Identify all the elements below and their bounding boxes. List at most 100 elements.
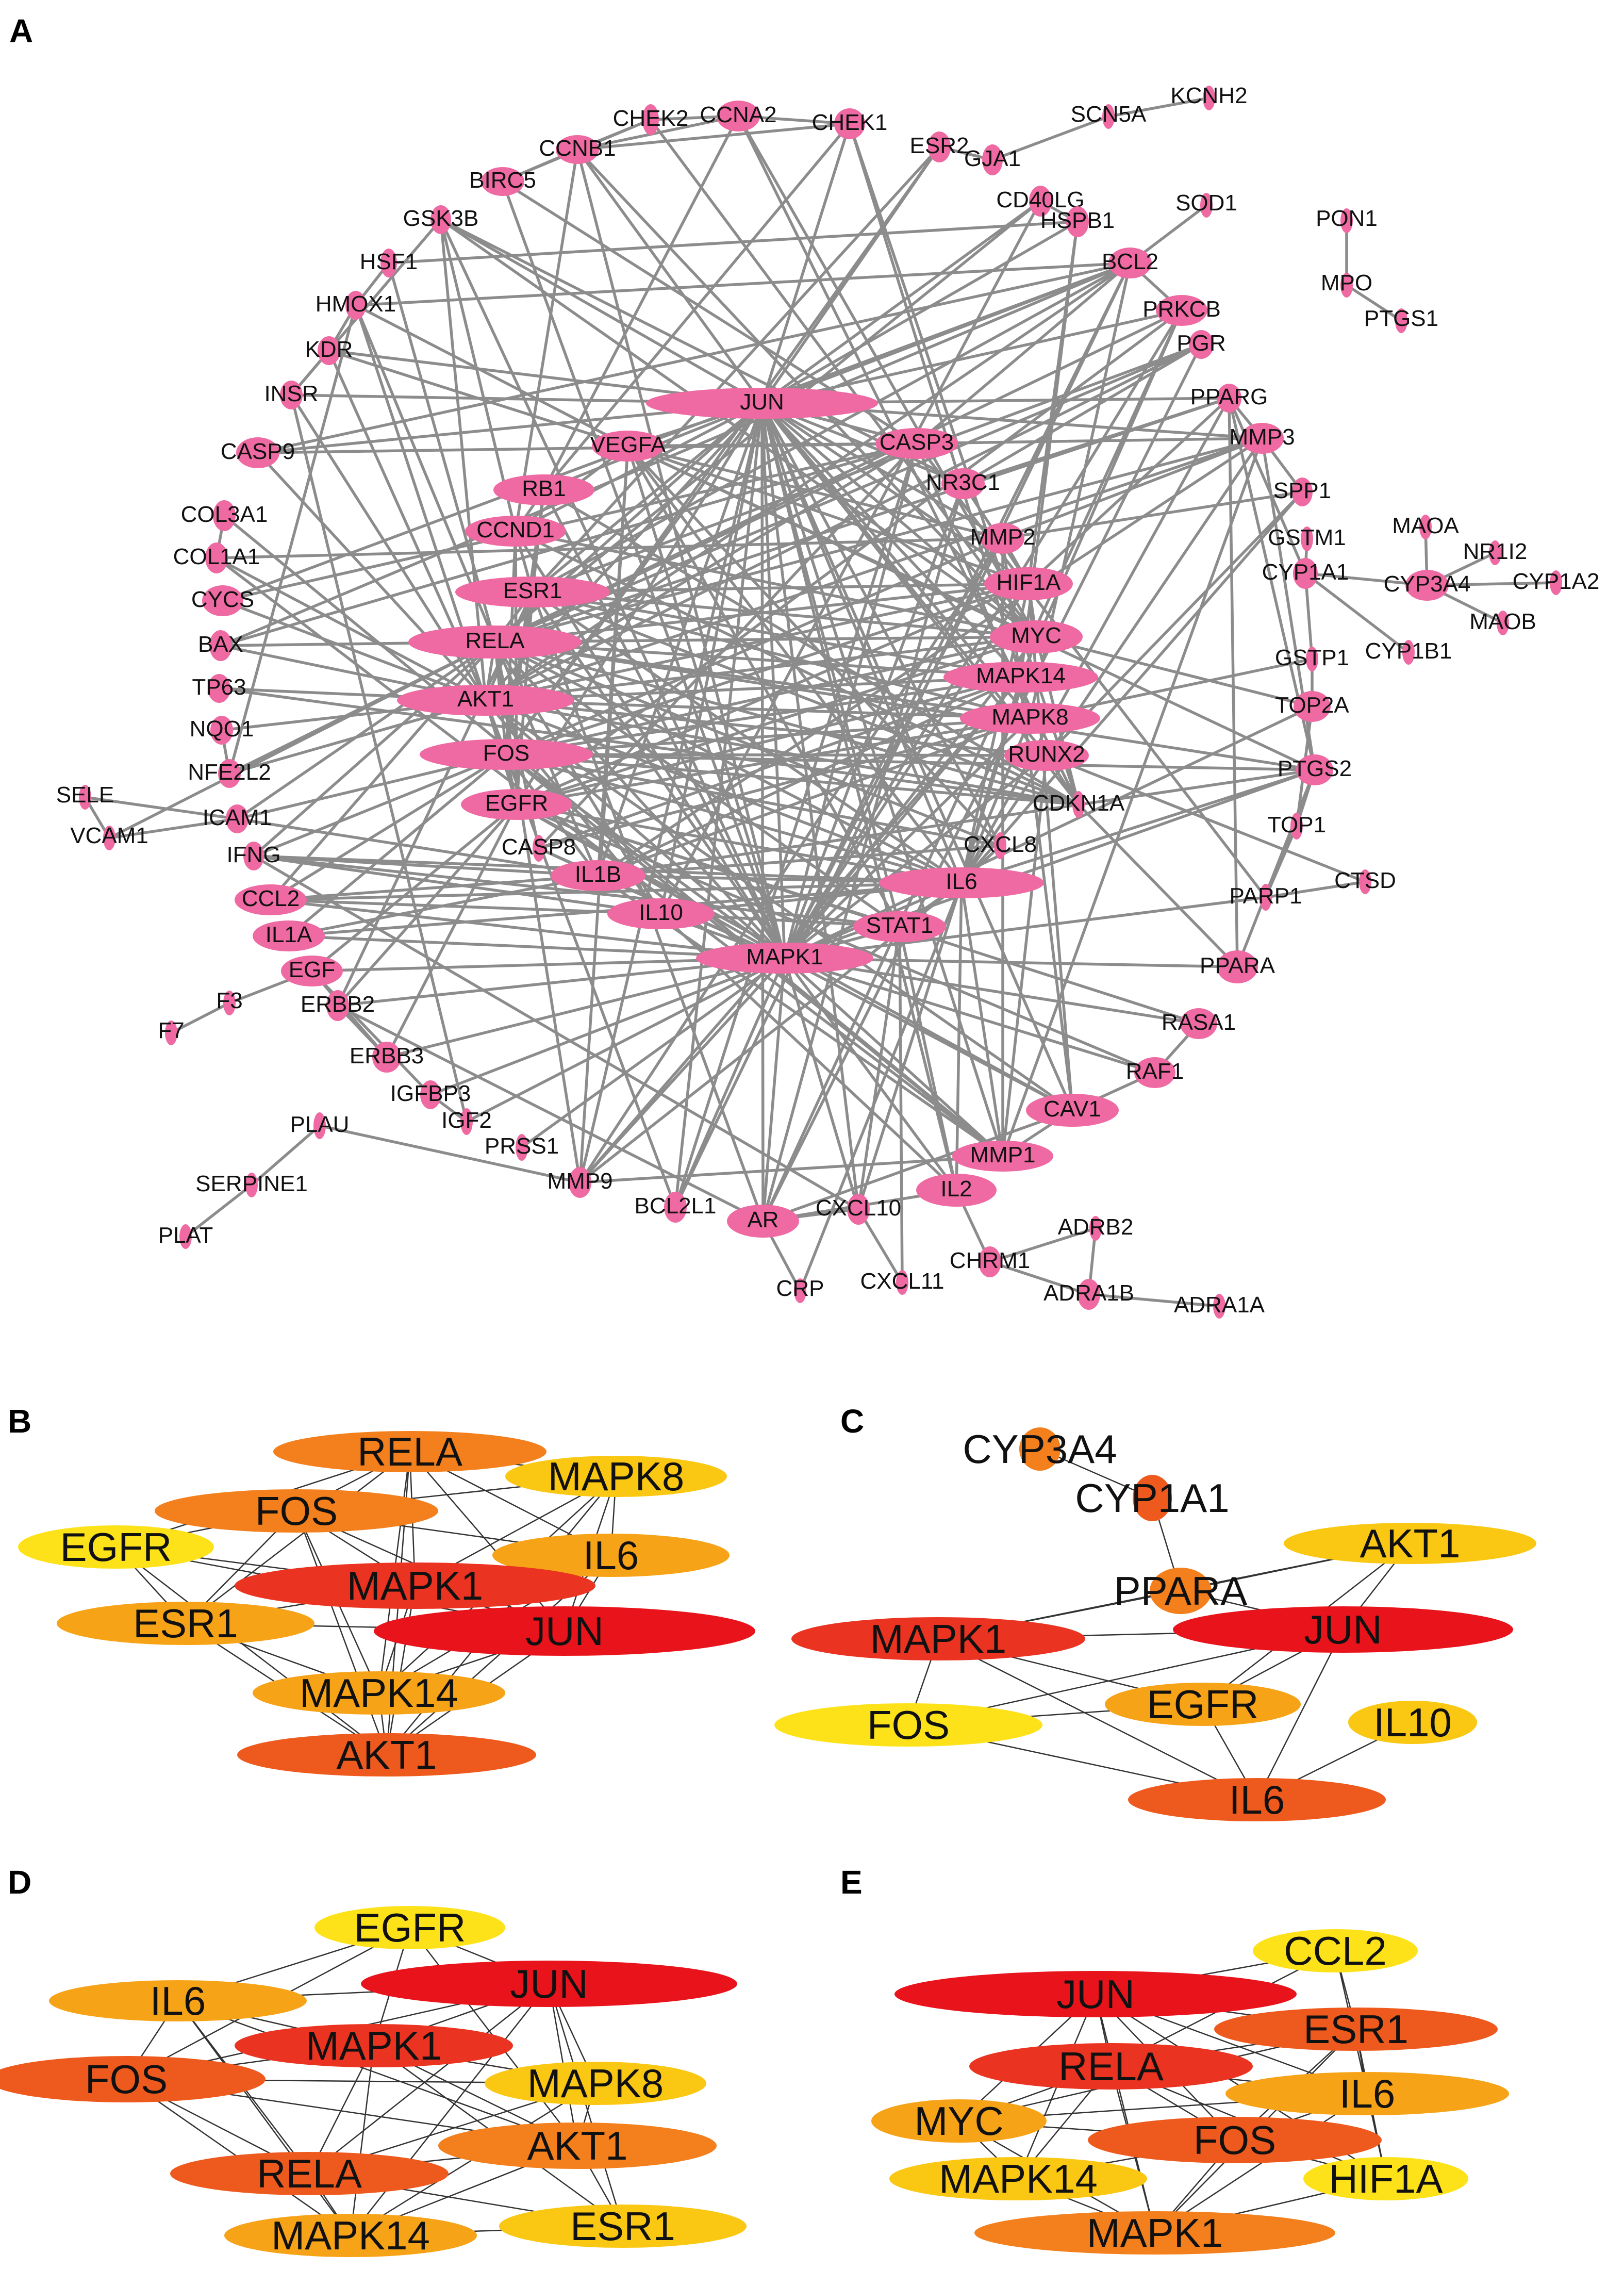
node-shape-cd40lg (1029, 186, 1052, 217)
edge-ppara-cdkn1a (1078, 803, 1238, 968)
node-label-cdkn1a: CDKN1A (1033, 791, 1125, 816)
node-shape-ptgs2 (1296, 754, 1333, 785)
edge-bcl2-bax (220, 261, 1131, 647)
node-label-ifng: IFNG (226, 842, 280, 867)
panel-c-node-il6: IL6 (1128, 1777, 1386, 1822)
panel-e-node-shape-ccl2 (1253, 1929, 1418, 1972)
node-sele: SELE (56, 782, 114, 810)
node-shape-adra1b (1078, 1279, 1100, 1310)
node-shape-top1 (1290, 813, 1303, 840)
node-hspb1: HSPB1 (1040, 206, 1115, 237)
edge-stat1-cxcl10 (857, 926, 901, 1210)
node-shape-parp1 (1260, 884, 1272, 911)
edge-casp3-parp1 (915, 442, 1267, 898)
node-label-gja1: GJA1 (964, 146, 1021, 171)
node-il10: IL10 (607, 898, 715, 929)
node-label-col1a1: COL1A1 (173, 544, 260, 569)
node-shape-casp9 (236, 437, 279, 468)
node-ppara: PPARA (1200, 950, 1275, 983)
panel-c-letter: C (840, 1403, 864, 1440)
edge-il6-mmp3 (960, 437, 1264, 884)
edge-vegfa-cxcl8 (626, 445, 1002, 847)
edge-plau-serpine1 (251, 1124, 321, 1187)
edge-bcl2-casp9 (257, 261, 1131, 454)
panel-e-node-label-rela: RELA (1058, 2044, 1164, 2089)
node-label-sele: SELE (56, 782, 114, 808)
edge-cd40lg-rela (494, 200, 1041, 644)
edge-stat1-ifng (253, 854, 900, 928)
node-shape-egfr (461, 789, 572, 820)
node-shape-kcnh2 (1203, 86, 1215, 110)
node-label-vegfa: VEGFA (590, 432, 666, 457)
node-shape-jun (646, 388, 878, 419)
node-ctsd: CTSD (1334, 868, 1396, 894)
node-myc: MYC (990, 620, 1083, 653)
node-shape-fos (420, 739, 593, 770)
node-bax: BAX (198, 630, 243, 661)
edge-nfe2l2-hmox1 (228, 305, 357, 774)
edge-myc-top2a (1036, 635, 1313, 708)
panel-e-node-label-esr1: ESR1 (1303, 2006, 1408, 2052)
node-shape-ar (727, 1205, 799, 1238)
node-shape-bcl2 (1108, 248, 1152, 278)
panel-d-node-jun: JUN (361, 1961, 737, 2007)
node-rela: RELA (408, 626, 582, 659)
edge-egfr-rasa1 (516, 803, 1199, 1025)
node-casp8: CASP8 (502, 834, 576, 862)
node-birc5: BIRC5 (469, 167, 536, 196)
node-label-chrm1: CHRM1 (950, 1248, 1030, 1273)
node-shape-casp8 (533, 835, 545, 862)
edge-vegfa-stat1 (626, 445, 901, 928)
panel-d-edge-jun-esr1 (548, 1983, 624, 2227)
node-bcl2l1: BCL2L1 (634, 1192, 717, 1223)
node-ccnb1: CCNB1 (539, 135, 616, 164)
node-label-hmox1: HMOX1 (316, 291, 396, 317)
panel-c-node-label-egfr: EGFR (1147, 1682, 1259, 1727)
panel-c-node-fos: FOS (774, 1702, 1042, 1748)
edge-mapk1-bcl2l1 (674, 957, 786, 1208)
node-cxcl11: CXCL11 (860, 1269, 944, 1295)
node-label-myc: MYC (1011, 623, 1062, 648)
node-label-stat1: STAT1 (866, 913, 933, 938)
panel-d-node-fos: FOS (0, 2056, 266, 2102)
edge-il6-il2 (955, 882, 963, 1191)
node-shape-scn5a (1102, 104, 1115, 129)
panel-d-node-shape-mapk8 (485, 2062, 706, 2105)
edge-vegfa-il1b (596, 446, 629, 876)
panel-c-node-label-fos: FOS (867, 1702, 950, 1748)
edge-mmp3-mmp1 (1001, 438, 1264, 1157)
node-mapk1: MAPK1 (696, 943, 873, 974)
node-shape-pparg (1217, 384, 1241, 413)
edge-il6-ptgs2 (961, 768, 1315, 884)
panel-e-edge-il6-mapk1 (1154, 2093, 1368, 2234)
node-label-plat: PLAT (158, 1223, 213, 1248)
node-casp9: CASP9 (221, 437, 295, 468)
node-label-il1a: IL1A (266, 922, 312, 947)
node-shape-myc (990, 620, 1083, 653)
panel-b-node-label-il6: IL6 (583, 1533, 639, 1578)
panel-e-node-esr1: ESR1 (1214, 2006, 1498, 2052)
panel-b-node-jun: JUN (374, 1606, 755, 1656)
node-mmp1: MMP1 (952, 1141, 1053, 1172)
edge-casp3-bax (220, 442, 917, 647)
node-cxcl10: CXCL10 (816, 1194, 901, 1225)
edge-adra1b-adra1a (1088, 1293, 1220, 1308)
node-adra1a: ADRA1A (1174, 1292, 1265, 1319)
edge-ppara-pparg (1228, 398, 1239, 967)
panel-d-node-shape-mapk1 (235, 2024, 513, 2067)
node-label-cd40lg: CD40LG (996, 187, 1084, 212)
panel-b-node-shape-rela (273, 1431, 546, 1472)
edge-akt1-hif1a (485, 582, 1029, 702)
panel-d-node-mapk1: MAPK1 (235, 2023, 513, 2068)
edge-il1b-icam1 (237, 817, 599, 877)
node-col1a1: COL1A1 (173, 542, 260, 573)
edge-il1b-il1a (288, 874, 599, 937)
panel-d-node-label-rela: RELA (257, 2151, 362, 2196)
node-shape-ptgs1 (1395, 308, 1407, 333)
node-shape-igfbp3 (420, 1080, 441, 1109)
node-shape-il2 (916, 1174, 997, 1207)
node-shape-ccnd1 (465, 516, 566, 547)
